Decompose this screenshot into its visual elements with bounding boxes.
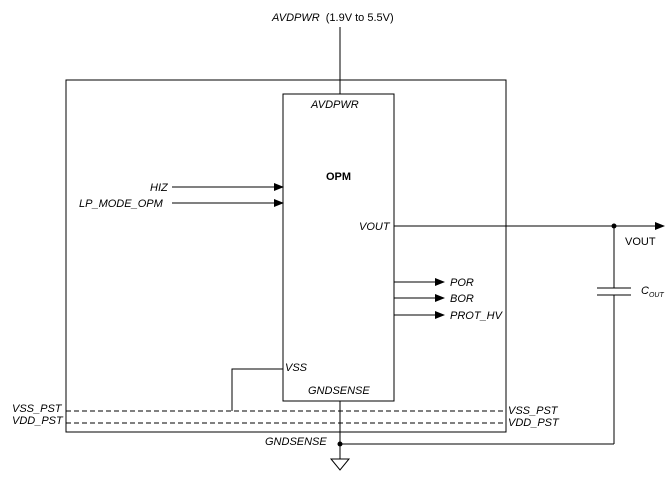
cap-label: COUT — [641, 285, 664, 299]
opm-title: OPM — [326, 171, 351, 183]
ground-symbol-icon — [329, 458, 351, 471]
outer-boundary — [65, 79, 507, 433]
rail-label-left-vss: VSS_PST — [12, 403, 63, 415]
supply-range: (1.9V to 5.5V) — [326, 12, 394, 24]
opm-block — [282, 93, 395, 402]
opm-pin-vss: VSS — [285, 362, 308, 374]
cap-subscript: OUT — [649, 292, 665, 299]
rail-label-left-vdd: VDD_PST — [12, 415, 64, 427]
rail-label-right-vdd: VDD_PST — [508, 417, 560, 429]
input-label-hiz: HIZ — [150, 182, 169, 194]
opm-pin-avdpwr: AVDPWR — [310, 99, 359, 111]
status-label-por: POR — [450, 277, 474, 289]
gndsense-label: GNDSENSE — [265, 436, 327, 448]
cap-symbol: C — [641, 285, 649, 297]
input-label-lp-mode-opm: LP_MODE_OPM — [79, 198, 164, 210]
vss-wire — [231, 368, 283, 411]
opm-pin-gndsense: GNDSENSE — [308, 385, 370, 397]
supply-name: AVDPWR — [271, 12, 320, 24]
supply-label: AVDPWR (1.9V to 5.5V) — [271, 12, 394, 24]
status-label-prot-hv: PROT_HV — [450, 310, 504, 322]
status-label-bor: BOR — [450, 293, 474, 305]
rail-label-right-vss: VSS_PST — [508, 405, 559, 417]
gndsense-junction — [337, 441, 343, 447]
opm-pin-vout: VOUT — [359, 221, 391, 233]
vout-label: VOUT — [625, 236, 656, 248]
